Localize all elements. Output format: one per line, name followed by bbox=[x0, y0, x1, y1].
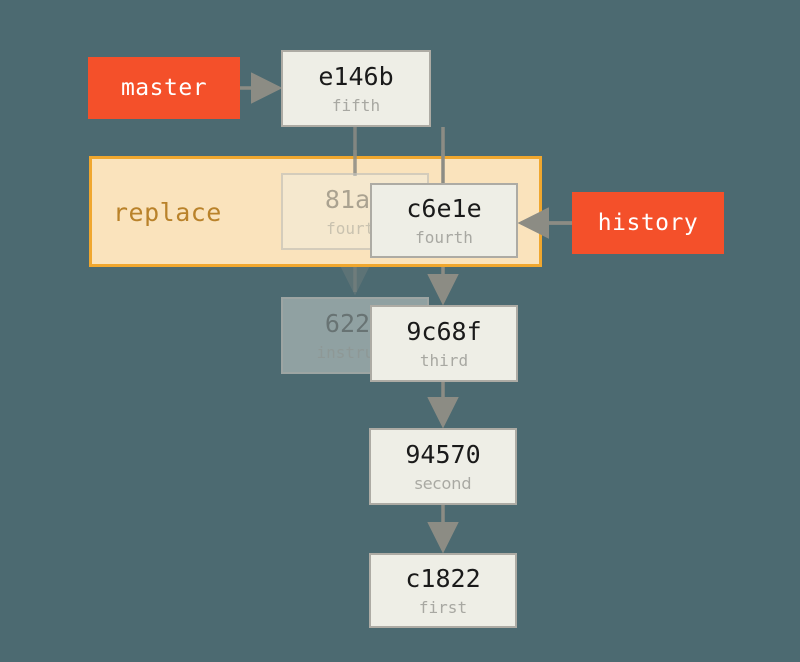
commit-9c68f[interactable]: 9c68f third bbox=[370, 305, 518, 382]
commit-c1822[interactable]: c1822 first bbox=[369, 553, 517, 628]
commit-sha: c1822 bbox=[405, 563, 481, 593]
commit-message: fifth bbox=[331, 95, 381, 115]
commit-sha: e146b bbox=[318, 61, 394, 91]
commit-message: third bbox=[419, 350, 469, 370]
commit-message: second bbox=[414, 473, 472, 493]
commit-c6e1e[interactable]: c6e1e fourth bbox=[370, 183, 518, 258]
commit-message: first bbox=[418, 597, 468, 617]
replace-group-label: replace bbox=[113, 198, 222, 227]
history-ref-label: history bbox=[597, 210, 699, 236]
master-ref[interactable]: master bbox=[88, 57, 240, 119]
master-ref-label: master bbox=[120, 75, 208, 101]
commit-message: fourth bbox=[415, 227, 473, 247]
history-ref[interactable]: history bbox=[572, 192, 724, 254]
commit-message: fourth bbox=[326, 218, 384, 238]
commit-sha: 94570 bbox=[405, 439, 481, 469]
commit-sha: 9c68f bbox=[406, 316, 482, 346]
commit-sha: c6e1e bbox=[406, 193, 482, 223]
commit-94570[interactable]: 94570 second bbox=[369, 428, 517, 505]
commit-e146b[interactable]: e146b fifth bbox=[281, 50, 431, 127]
